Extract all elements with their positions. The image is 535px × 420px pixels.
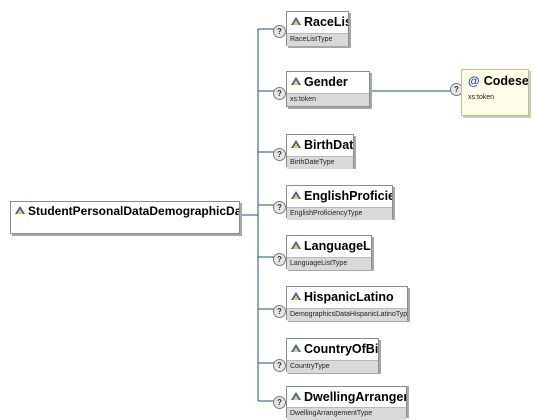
element-name: HispanicLatino (304, 290, 394, 304)
attribute-header: @Codeset (462, 70, 528, 92)
element-name: Gender (304, 75, 348, 89)
element-icon (291, 392, 301, 400)
attribute-type: xs:token (462, 92, 528, 104)
root-element-node[interactable]: StudentPersonalDataDemographicDataType (10, 201, 240, 234)
element-type: DwellingArrangementType (287, 407, 406, 420)
element-header: DwellingArrangement (287, 387, 406, 407)
element-name: CountryOfBirth (304, 342, 378, 356)
element-header: BirthDate (287, 135, 353, 156)
element-type: CountryType (287, 360, 378, 373)
help-icon[interactable]: ? (273, 201, 286, 214)
element-name: LanguageList (304, 239, 371, 253)
attribute-name: Codeset (483, 74, 528, 88)
element-node-languagelist[interactable]: LanguageList LanguageListType (286, 235, 372, 270)
attribute-node-codeset[interactable]: @Codeset xs:token (461, 69, 529, 116)
element-icon (291, 241, 301, 249)
element-type: LanguageListType (287, 257, 371, 270)
help-icon[interactable]: ? (273, 305, 286, 318)
attribute-at-icon: @ (468, 74, 480, 88)
element-node-countryofbirth[interactable]: CountryOfBirth CountryType (286, 338, 379, 373)
element-header: RaceList (287, 12, 348, 33)
element-node-dwellingarrangement[interactable]: DwellingArrangement DwellingArrangementT… (286, 386, 407, 420)
element-icon (291, 292, 301, 300)
root-element-header: StudentPersonalDataDemographicDataType (11, 202, 239, 221)
help-icon[interactable]: ? (273, 396, 286, 409)
element-icon (291, 140, 301, 148)
element-header: LanguageList (287, 236, 371, 257)
element-header: HispanicLatino (287, 287, 407, 308)
element-node-englishproficiency[interactable]: EnglishProficiency EnglishProficiencyTyp… (286, 185, 393, 220)
element-type: xs:token (287, 93, 369, 106)
help-icon[interactable]: ? (273, 359, 286, 372)
element-name: BirthDate (304, 138, 353, 152)
element-header: Gender (287, 72, 369, 93)
element-type: EnglishProficiencyType (287, 207, 392, 220)
root-element-name: StudentPersonalDataDemographicDataType (28, 204, 239, 218)
element-icon (291, 77, 301, 85)
help-icon[interactable]: ? (273, 87, 286, 100)
element-name: RaceList (304, 15, 348, 29)
element-node-gender[interactable]: Gender xs:token (286, 71, 370, 107)
help-icon[interactable]: ? (273, 253, 286, 266)
element-icon (15, 206, 25, 214)
element-node-hispaniclatino[interactable]: HispanicLatino DemographicsDataHispanicL… (286, 286, 408, 321)
element-node-birthdate[interactable]: BirthDate BirthDateType (286, 134, 354, 169)
element-type: BirthDateType (287, 156, 353, 169)
help-icon[interactable]: ? (273, 25, 286, 38)
element-icon (291, 17, 301, 25)
element-icon (291, 344, 301, 352)
element-name: DwellingArrangement (304, 390, 406, 404)
element-type: RaceListType (287, 33, 348, 46)
element-name: EnglishProficiency (304, 189, 392, 203)
element-header: CountryOfBirth (287, 339, 378, 360)
element-icon (291, 191, 301, 199)
help-icon[interactable]: ? (273, 148, 286, 161)
element-node-racelist[interactable]: RaceList RaceListType (286, 11, 349, 46)
element-type: DemographicsDataHispanicLatinoType (287, 308, 407, 321)
element-header: EnglishProficiency (287, 186, 392, 207)
